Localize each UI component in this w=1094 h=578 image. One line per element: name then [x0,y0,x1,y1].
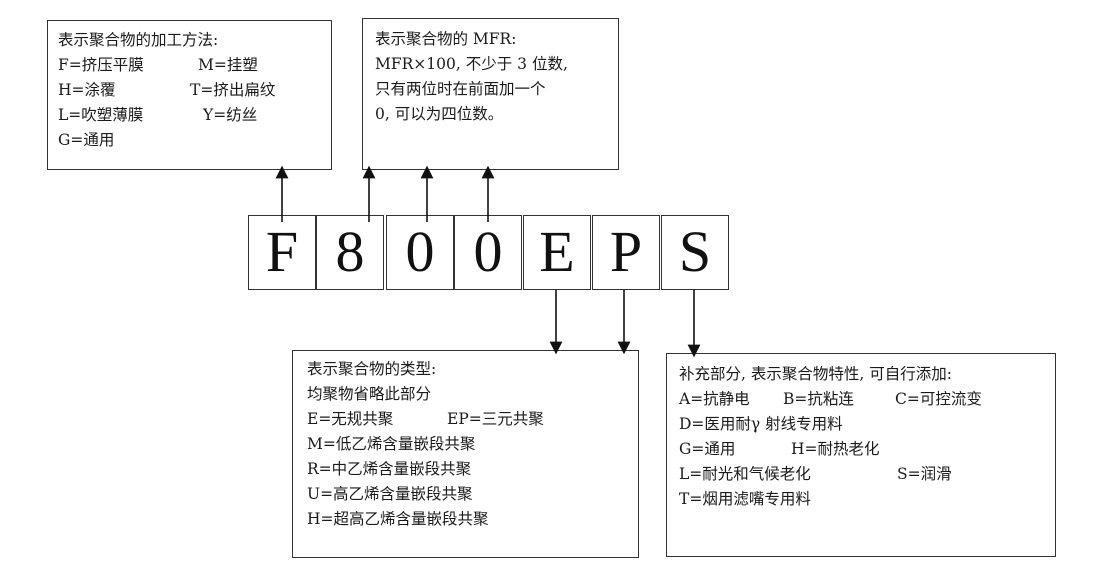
code-char-cell: E [523,215,591,290]
code-char-cell: S [661,215,729,290]
method-item: M=挂塑 [198,56,258,74]
code-char-cell: P [592,215,660,290]
method-row: H=涂覆 T=挤出扁纹 [58,78,321,103]
type-line: U=高乙烯含量嵌段共聚 [307,485,473,503]
extra-row: G=通用 H=耐热老化 [679,437,1043,462]
mfr-line: 0, 可以为四位数。 [375,105,504,123]
mfr-line: MFR×100, 不少于 3 位数, [375,55,568,73]
method-row: L=吹塑薄膜 Y=纺丝 [58,103,321,128]
method-row: G=通用 [58,128,321,153]
method-item: G=通用 [58,131,115,149]
mfr-line: 表示聚合物的 MFR: [375,30,517,48]
code-char-cell: 8 [316,215,384,290]
extra-item: S=润滑 [897,465,952,483]
method-item: Y=纺丝 [203,106,258,124]
extra-item: G=通用 [679,440,736,458]
method-item: F=挤压平膜 [58,56,144,74]
extra-row: A=抗静电 B=抗粘连 C=可控流变 [679,387,1043,412]
method-item: L=吹塑薄膜 [58,106,144,124]
extra-line: T=烟用滤嘴专用料 [679,490,811,508]
method-item: H=涂覆 [58,81,116,99]
mfr-line: 只有两位时在前面加一个 [375,80,546,98]
extra-row: L=耐光和气候老化 S=润滑 [679,462,1043,487]
polymer-type-box: 表示聚合物的类型: 均聚物省略此部分 E=无规共聚 EP=三元共聚 M=低乙烯含… [292,350,639,558]
extra-item: L=耐光和气候老化 [679,465,811,483]
type-item: EP=三元共聚 [447,410,544,428]
processing-method-title: 表示聚合物的加工方法: [58,31,219,49]
code-char-cell: F [248,215,316,290]
extra-title: 补充部分, 表示聚合物特性, 可自行添加: [679,365,952,383]
code-char-cell: 0 [386,215,454,290]
type-item: E=无规共聚 [307,410,394,428]
extra-item: A=抗静电 [679,390,750,408]
processing-method-box: 表示聚合物的加工方法: F=挤压平膜 M=挂塑 H=涂覆 T=挤出扁纹 L=吹塑… [47,20,332,170]
type-row: E=无规共聚 EP=三元共聚 [307,407,624,432]
type-line: H=超高乙烯含量嵌段共聚 [307,510,489,528]
type-line: M=低乙烯含量嵌段共聚 [307,435,476,453]
method-item: T=挤出扁纹 [190,81,276,99]
method-row: F=挤压平膜 M=挂塑 [58,53,321,78]
type-line: 均聚物省略此部分 [307,385,432,403]
extra-item: B=抗粘连 [783,390,854,408]
extra-item: H=耐热老化 [791,440,880,458]
type-line: 表示聚合物的类型: [307,360,437,378]
extra-item: C=可控流变 [895,390,982,408]
extra-line: D=医用耐γ 射线专用料 [679,415,843,433]
type-line: R=中乙烯含量嵌段共聚 [307,460,472,478]
code-char-cell: 0 [454,215,522,290]
supplementary-box: 补充部分, 表示聚合物特性, 可自行添加: A=抗静电 B=抗粘连 C=可控流变… [666,353,1056,557]
mfr-box: 表示聚合物的 MFR: MFR×100, 不少于 3 位数, 只有两位时在前面加… [362,18,619,170]
